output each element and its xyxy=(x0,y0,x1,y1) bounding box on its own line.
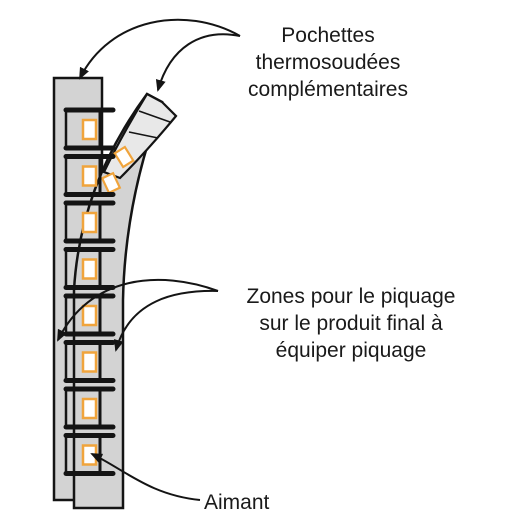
arrow-magnet xyxy=(90,453,201,501)
magnet xyxy=(81,118,98,141)
magnet xyxy=(81,397,98,420)
magnet xyxy=(81,304,98,327)
label-pockets-line-1: Pochettes xyxy=(281,24,375,47)
label-magnet: Aimant xyxy=(204,491,270,514)
label-pockets-line-3: complémentaires xyxy=(248,78,408,101)
label-zones-line-2: sur le produit final à xyxy=(259,312,443,335)
arrow-zones-to-flap xyxy=(113,289,219,352)
label-pockets: Pochettes thermosoudées complémentaires xyxy=(228,22,428,103)
magnet-small xyxy=(113,145,135,169)
label-zones-line-3: équiper piquage xyxy=(275,339,427,362)
magnet xyxy=(81,258,98,280)
pocket-seam xyxy=(128,131,159,139)
pocket-seam xyxy=(138,110,171,123)
magnet-small xyxy=(100,171,122,195)
label-pockets-line-2: thermosoudées xyxy=(255,51,401,74)
magnet xyxy=(81,211,98,234)
magnet xyxy=(81,165,98,187)
arrow-pockets-to-flap xyxy=(155,33,241,92)
arrow-zones-to-strip xyxy=(57,278,219,342)
arrow-pockets-to-strip xyxy=(79,18,241,80)
label-stitching-zones: Zones pour le piquage sur le produit fin… xyxy=(206,283,496,364)
label-zones-line-1: Zones pour le piquage xyxy=(246,285,456,308)
magnet xyxy=(81,351,98,373)
